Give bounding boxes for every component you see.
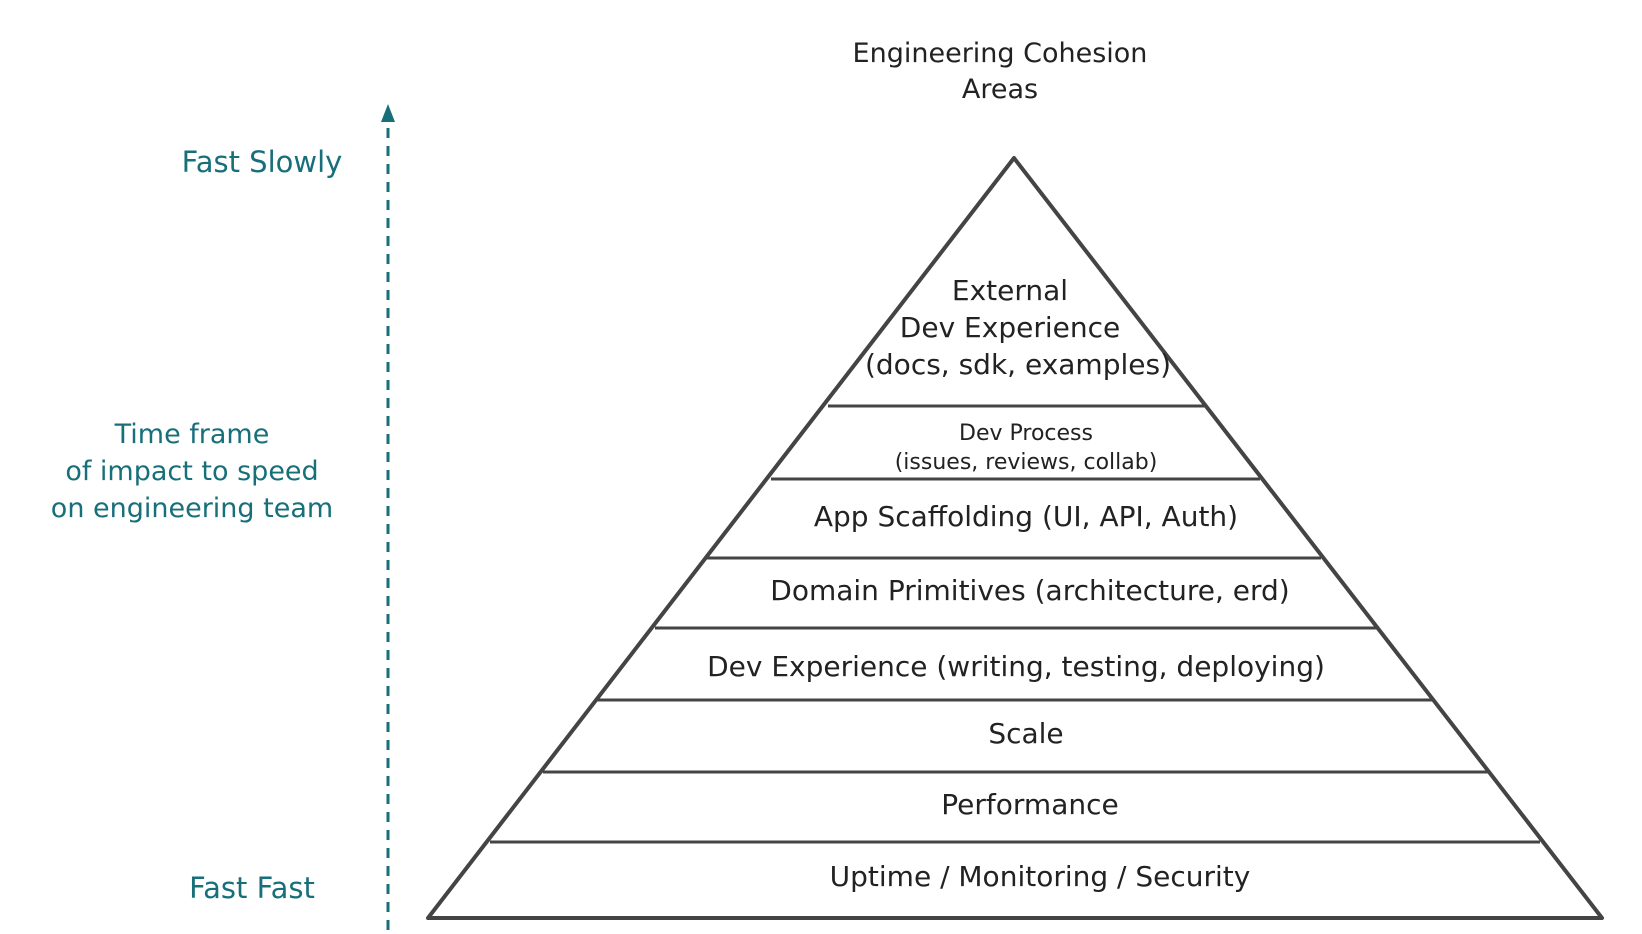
layer-label: App Scaffolding (UI, API, Auth) [814, 500, 1238, 533]
diagram-title-line2: Areas [962, 74, 1038, 105]
layer-label: Dev Experience (writing, testing, deploy… [707, 650, 1325, 683]
time-axis [381, 104, 395, 930]
layer-label: Scale [988, 717, 1063, 750]
pyramid-layer-scale: Scale [988, 717, 1063, 750]
pyramid-layer-external-dev-experience: External Dev Experience (docs, sdk, exam… [865, 274, 1171, 381]
layer-label: Uptime / Monitoring / Security [830, 860, 1251, 893]
pyramid-outline [426, 156, 1604, 920]
arrow-up-icon [381, 104, 395, 122]
layer-label: External [952, 274, 1068, 307]
axis-middle-label-line2: of impact to speed [65, 456, 318, 487]
layer-label: Dev Process [959, 421, 1093, 446]
diagram-title-line1: Engineering Cohesion [853, 38, 1148, 69]
pyramid-layer-uptime-monitoring-security: Uptime / Monitoring / Security [830, 860, 1251, 893]
layer-label: Domain Primitives (architecture, erd) [770, 574, 1289, 607]
axis-middle-label-line3: on engineering team [51, 493, 333, 524]
pyramid-layer-performance: Performance [941, 788, 1118, 821]
layer-label: (issues, reviews, collab) [895, 450, 1158, 475]
layer-label: (docs, sdk, examples) [865, 348, 1171, 381]
axis-top-label: Fast Slowly [182, 145, 343, 179]
pyramid-dividers [490, 404, 1540, 844]
axis-bottom-label: Fast Fast [189, 871, 315, 905]
pyramid-layer-dev-experience: Dev Experience (writing, testing, deploy… [707, 650, 1325, 683]
pyramid-layer-dev-process: Dev Process (issues, reviews, collab) [895, 421, 1158, 475]
pyramid-layer-app-scaffolding: App Scaffolding (UI, API, Auth) [814, 500, 1238, 533]
layer-label: Dev Experience [900, 311, 1120, 344]
pyramid-layer-domain-primitives: Domain Primitives (architecture, erd) [770, 574, 1289, 607]
layer-label: Performance [941, 788, 1118, 821]
axis-middle-label-line1: Time frame [114, 419, 270, 450]
